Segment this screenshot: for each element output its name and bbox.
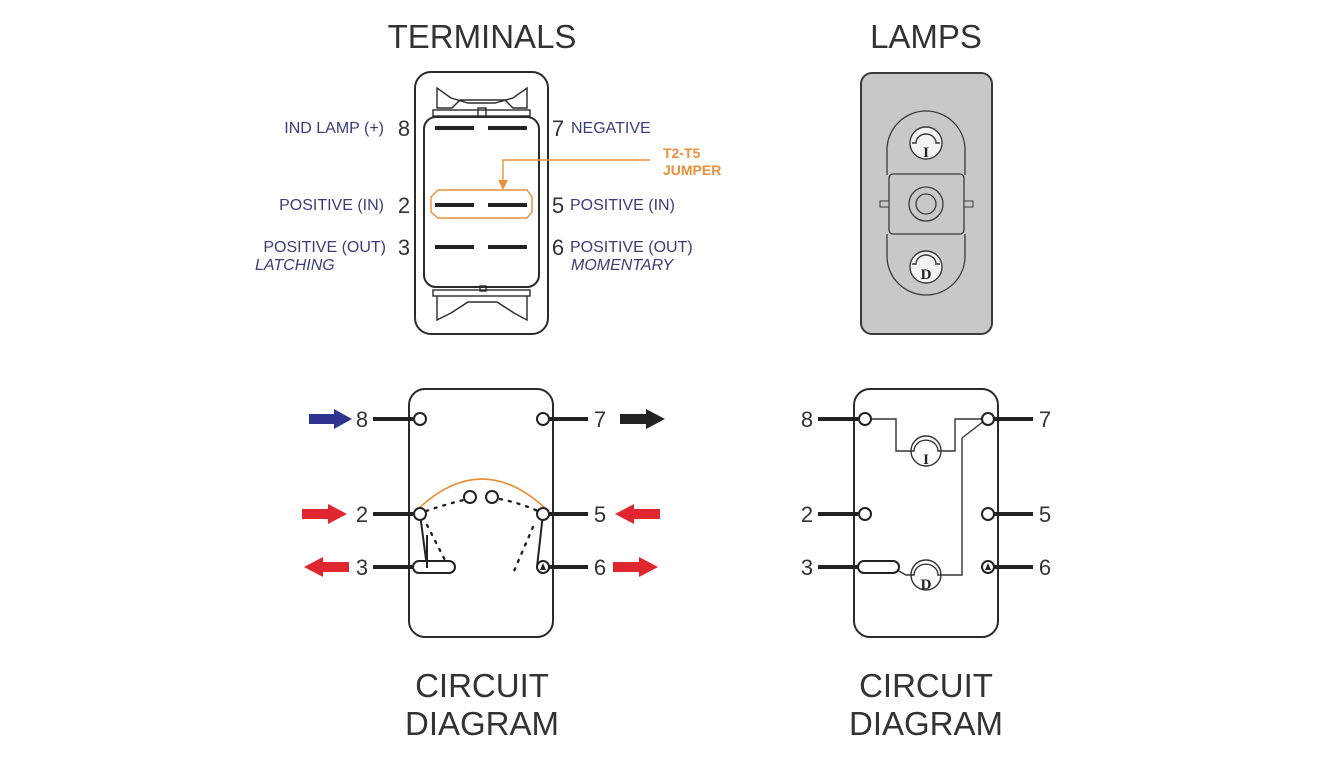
circuit-left-housing bbox=[408, 388, 554, 638]
terminal-sublabel-3: LATCHING bbox=[255, 257, 335, 274]
circuit-left-pin-7: 7 bbox=[594, 407, 606, 432]
circuit-left-pin-2: 2 bbox=[356, 502, 368, 527]
lamp-d-feed-wire bbox=[896, 569, 911, 576]
terminals-switch-body bbox=[414, 71, 650, 335]
contact-8 bbox=[858, 412, 872, 426]
circuit-right-pin-6: 6 bbox=[1039, 555, 1051, 580]
circuit-left-title-line2: DIAGRAM bbox=[405, 705, 559, 742]
pivot-outer-ring bbox=[908, 186, 944, 222]
contact-mid-right bbox=[485, 490, 499, 504]
circuit-left-pin-3: 3 bbox=[356, 555, 368, 580]
circuit-lamp-d-letter: D bbox=[921, 577, 932, 593]
circuit-left-pin-5: 5 bbox=[594, 502, 606, 527]
bottom-rail bbox=[432, 289, 531, 297]
contact-5 bbox=[536, 507, 550, 521]
circuit-left-title-line1: CIRCUIT bbox=[415, 667, 549, 704]
circuit-lamp-d-icon: D bbox=[910, 559, 942, 593]
terminal-pin-2: 2 bbox=[398, 193, 410, 218]
lamp-i-feed-wire bbox=[870, 418, 911, 452]
top-rail bbox=[432, 109, 531, 117]
terminal-label-6: POSITIVE (OUT) bbox=[570, 239, 693, 256]
arrow-in-2-icon bbox=[302, 504, 347, 524]
terminal-label-7: NEGATIVE bbox=[571, 120, 651, 137]
jumper-outline bbox=[430, 189, 533, 219]
arrow-out-7-icon bbox=[620, 409, 665, 429]
terminal-label-2: POSITIVE (IN) bbox=[279, 197, 384, 214]
momentary-lever bbox=[536, 513, 544, 568]
circuit-right-pin-2: 2 bbox=[801, 502, 813, 527]
arrow-in-8-icon bbox=[309, 409, 352, 429]
terminal-pin-5: 5 bbox=[552, 193, 564, 218]
terminal-sublabel-6: MOMENTARY bbox=[571, 257, 675, 274]
circuit-lamp-i-letter: I bbox=[923, 452, 929, 468]
circuit-right: I D 8 7 2 5 3 6 bbox=[801, 388, 1051, 638]
terminal-label-5: POSITIVE (IN) bbox=[570, 197, 675, 214]
contact-5 bbox=[981, 507, 995, 521]
lower-lamp-icon: D bbox=[909, 250, 943, 284]
upper-lamp-icon: I bbox=[909, 126, 943, 161]
latching-contact-bar bbox=[412, 560, 456, 574]
terminal-label-3: POSITIVE (OUT) bbox=[263, 239, 386, 256]
dotted-swing-left bbox=[425, 523, 448, 564]
circuit-right-pin-8: 8 bbox=[801, 407, 813, 432]
terminal-pin-3: 3 bbox=[398, 235, 410, 260]
contact-2 bbox=[858, 507, 872, 521]
jumper-label-line1: T2-T5 bbox=[663, 145, 701, 161]
contact-3-bar bbox=[857, 560, 900, 574]
circuit-right-pin-7: 7 bbox=[1039, 407, 1051, 432]
jumper-arrowhead bbox=[498, 180, 508, 190]
lamp-i-return-wire bbox=[941, 418, 984, 452]
lower-lobe bbox=[886, 234, 966, 296]
contact-7 bbox=[981, 412, 995, 426]
upper-lobe bbox=[886, 110, 966, 175]
jumper-arc bbox=[418, 478, 546, 509]
arrow-in-5-icon bbox=[615, 504, 660, 524]
circuit-right-title-line1: CIRCUIT bbox=[859, 667, 993, 704]
circuit-left-pin-8: 8 bbox=[356, 407, 368, 432]
jumper-pointer-line bbox=[502, 159, 650, 182]
contact-2 bbox=[413, 507, 427, 521]
dotted-link-right bbox=[498, 497, 540, 513]
center-pivot-block bbox=[888, 173, 965, 235]
terminal-pin-8: 8 bbox=[398, 116, 410, 141]
lamp-d-return-wire bbox=[941, 438, 963, 576]
terminal-label-8: IND LAMP (+) bbox=[284, 120, 384, 137]
bottom-tab bbox=[479, 285, 487, 292]
terminal-pin-6: 6 bbox=[552, 235, 564, 260]
upper-lamp-letter: I bbox=[923, 145, 929, 161]
top-clip bbox=[436, 86, 528, 109]
lower-lamp-letter: D bbox=[921, 267, 932, 283]
bottom-clip bbox=[436, 296, 528, 322]
ground-branch-wire bbox=[961, 420, 985, 439]
circuit-right-pin-5: 5 bbox=[1039, 502, 1051, 527]
dotted-swing-right bbox=[512, 525, 535, 573]
lamps-title: LAMPS bbox=[870, 18, 982, 55]
terminal-pin-7: 7 bbox=[552, 116, 564, 141]
switch-housing-outline bbox=[414, 71, 549, 335]
right-pivot-tab bbox=[963, 200, 974, 208]
latching-lever bbox=[419, 513, 428, 568]
momentary-triangle-icon bbox=[985, 563, 991, 570]
circuit-right-pin-3: 3 bbox=[801, 555, 813, 580]
dotted-link-left bbox=[424, 497, 470, 513]
circuit-left-pin-6: 6 bbox=[594, 555, 606, 580]
circuit-lamp-i-icon: I bbox=[910, 435, 942, 468]
arrow-out-6-icon bbox=[613, 557, 658, 577]
circuit-left: 8 7 2 5 3 6 bbox=[302, 388, 665, 638]
momentary-triangle-icon bbox=[540, 563, 546, 570]
pivot-inner-ring bbox=[915, 193, 937, 215]
lamps-panel: I D bbox=[860, 72, 993, 335]
terminals-title: TERMINALS bbox=[388, 18, 577, 55]
contact-mid-left bbox=[463, 490, 477, 504]
switch-inner-body bbox=[423, 116, 540, 288]
arrow-out-3-icon bbox=[304, 557, 349, 577]
left-pivot-tab bbox=[879, 200, 890, 208]
contact-7 bbox=[536, 412, 550, 426]
jumper-label-line2: JUMPER bbox=[663, 162, 721, 178]
circuit-right-title-line2: DIAGRAM bbox=[849, 705, 1003, 742]
contact-8 bbox=[413, 412, 427, 426]
